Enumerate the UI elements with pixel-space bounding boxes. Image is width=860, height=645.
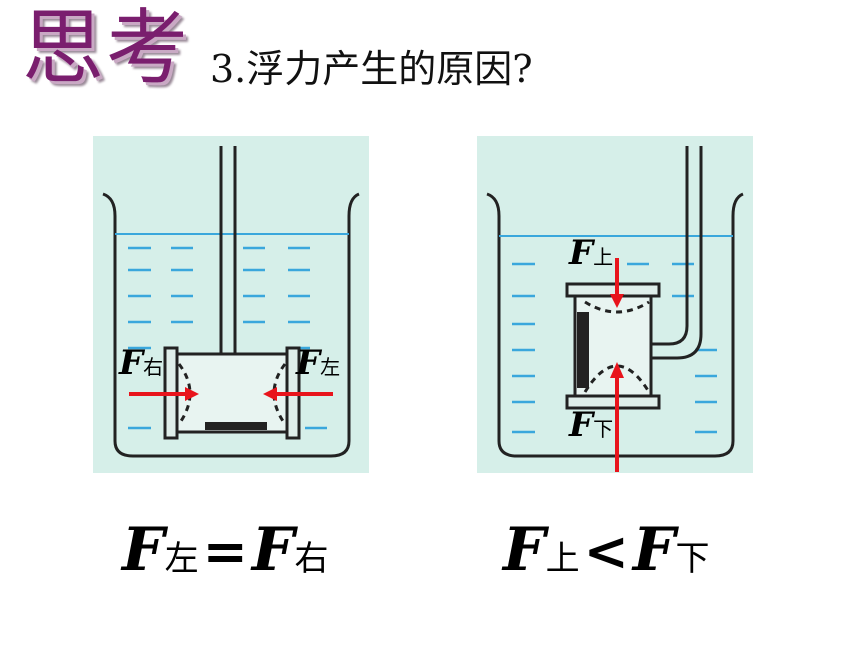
formula-left: F左=F右	[122, 515, 329, 585]
left-diagram: F右 F左	[93, 136, 369, 473]
right-diagram: F上 F下	[477, 136, 753, 473]
force-label-right: F左	[296, 343, 341, 383]
formula-right: F上<F下	[503, 515, 710, 585]
force-label-top: F上	[569, 233, 614, 273]
right-diagram-svg	[477, 136, 753, 473]
question-text: 3.浮力产生的原因?	[210, 47, 533, 91]
left-diagram-svg	[93, 136, 369, 473]
force-label-left: F右	[119, 343, 164, 383]
force-label-bottom: F下	[569, 405, 614, 445]
title-main: 思考	[22, 1, 191, 96]
